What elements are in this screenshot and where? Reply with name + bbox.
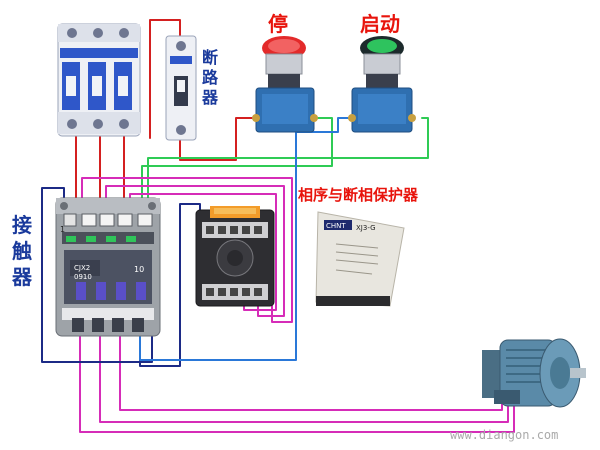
- wire-magenta-1: [81, 177, 293, 323]
- protector-label: 相序与断相保护器: [298, 186, 419, 204]
- wire-magenta-3: [129, 193, 277, 311]
- wire-magenta-motor-1: [79, 329, 515, 433]
- control-breaker: [165, 35, 197, 141]
- wire-navy-coil-left: [41, 187, 153, 363]
- wire-magenta-motor-3: [119, 329, 503, 411]
- relay-socket: [195, 206, 275, 307]
- contactor-label: 接触器: [12, 213, 32, 289]
- contactor-rating: 0910: [74, 273, 92, 281]
- main-breaker: [57, 23, 141, 137]
- wire-red-stop: [179, 117, 257, 161]
- stop-button-label: 停: [268, 12, 288, 36]
- wire-magenta-2: [105, 185, 285, 317]
- contactor: 1 CJX2 0910 10: [55, 197, 161, 337]
- protector-brand: CHNT: [326, 222, 346, 230]
- start-button: [348, 36, 416, 133]
- watermark: www.diangon.com: [450, 428, 559, 442]
- stop-button: [252, 36, 318, 133]
- start-button-label: 启动: [360, 12, 400, 36]
- contactor-model: CJX2: [74, 264, 90, 272]
- wire-magenta-motor-2: [99, 329, 509, 423]
- motor: [482, 338, 586, 408]
- wire-red-control: [149, 19, 181, 139]
- wire-green-start: [147, 117, 429, 215]
- wire-green-hold: [141, 117, 333, 215]
- contactor-face-number: 10: [134, 265, 144, 274]
- contactor-top-number: 1: [60, 225, 65, 234]
- phase-protector: CHNT XJ3-G: [315, 211, 405, 307]
- protector-model: XJ3-G: [356, 224, 376, 232]
- breaker-label: 断路器: [201, 48, 218, 107]
